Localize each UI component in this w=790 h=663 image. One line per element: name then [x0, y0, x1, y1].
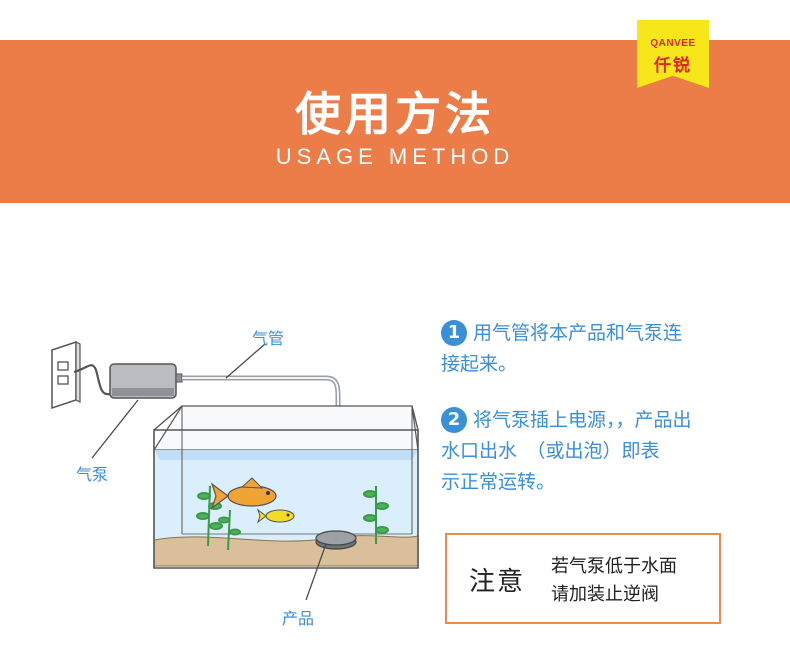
product-air-stone — [315, 530, 357, 550]
leader-air-pump — [91, 399, 139, 459]
notice-text: 若气泵低于水面 请加装止逆阀 — [551, 553, 677, 609]
leader-product — [305, 543, 327, 601]
aquarium-diagram — [51, 340, 419, 601]
aquarium-tank — [152, 405, 419, 569]
brand-name-cn: 仟锐 — [654, 56, 692, 76]
aquarium-illustration — [30, 310, 430, 640]
label-air-tube: 气管 — [252, 329, 285, 348]
notice-line2: 请加装止逆阀 — [551, 584, 659, 605]
yellow-fish — [257, 508, 295, 524]
notice-title: 注意 — [469, 567, 526, 597]
step-2-line1: 将气泵插上电源，，产品出 — [473, 409, 692, 431]
step-1-line2: 接起来。 — [441, 353, 518, 375]
brand-logo: QANVEE 仟锐 — [637, 20, 709, 88]
orange-fish — [210, 477, 277, 510]
leader-air-tube — [225, 343, 266, 379]
wall-outlet — [51, 340, 81, 410]
brand-name-en: QANVEE — [650, 38, 696, 49]
water-plants — [196, 485, 389, 551]
page-title: 使用方法 — [295, 87, 495, 141]
label-product: 产品 — [282, 609, 315, 628]
air-pump — [109, 363, 183, 399]
notice-box: 注意 若气泵低于水面 请加装止逆阀 — [445, 533, 721, 624]
step-1-line1: 用气管将本产品和气泵连 — [473, 322, 683, 344]
step-2-line2: 水口出水 （或出泡）即表 — [441, 440, 660, 462]
step-2-number: 2 — [441, 407, 467, 433]
power-cord — [73, 364, 111, 396]
step-2: 2 将气泵插上电源，，产品出 水口出水 （或出泡）即表 示正常运转。 — [441, 405, 741, 498]
notice-line1: 若气泵低于水面 — [551, 556, 677, 577]
step-2-line3: 示正常运转。 — [441, 471, 556, 493]
label-air-pump: 气泵 — [76, 465, 109, 484]
page-subtitle: USAGE METHOD — [275, 144, 515, 169]
step-1: 1 用气管将本产品和气泵连 接起来。 — [441, 318, 741, 380]
step-1-number: 1 — [441, 320, 467, 346]
